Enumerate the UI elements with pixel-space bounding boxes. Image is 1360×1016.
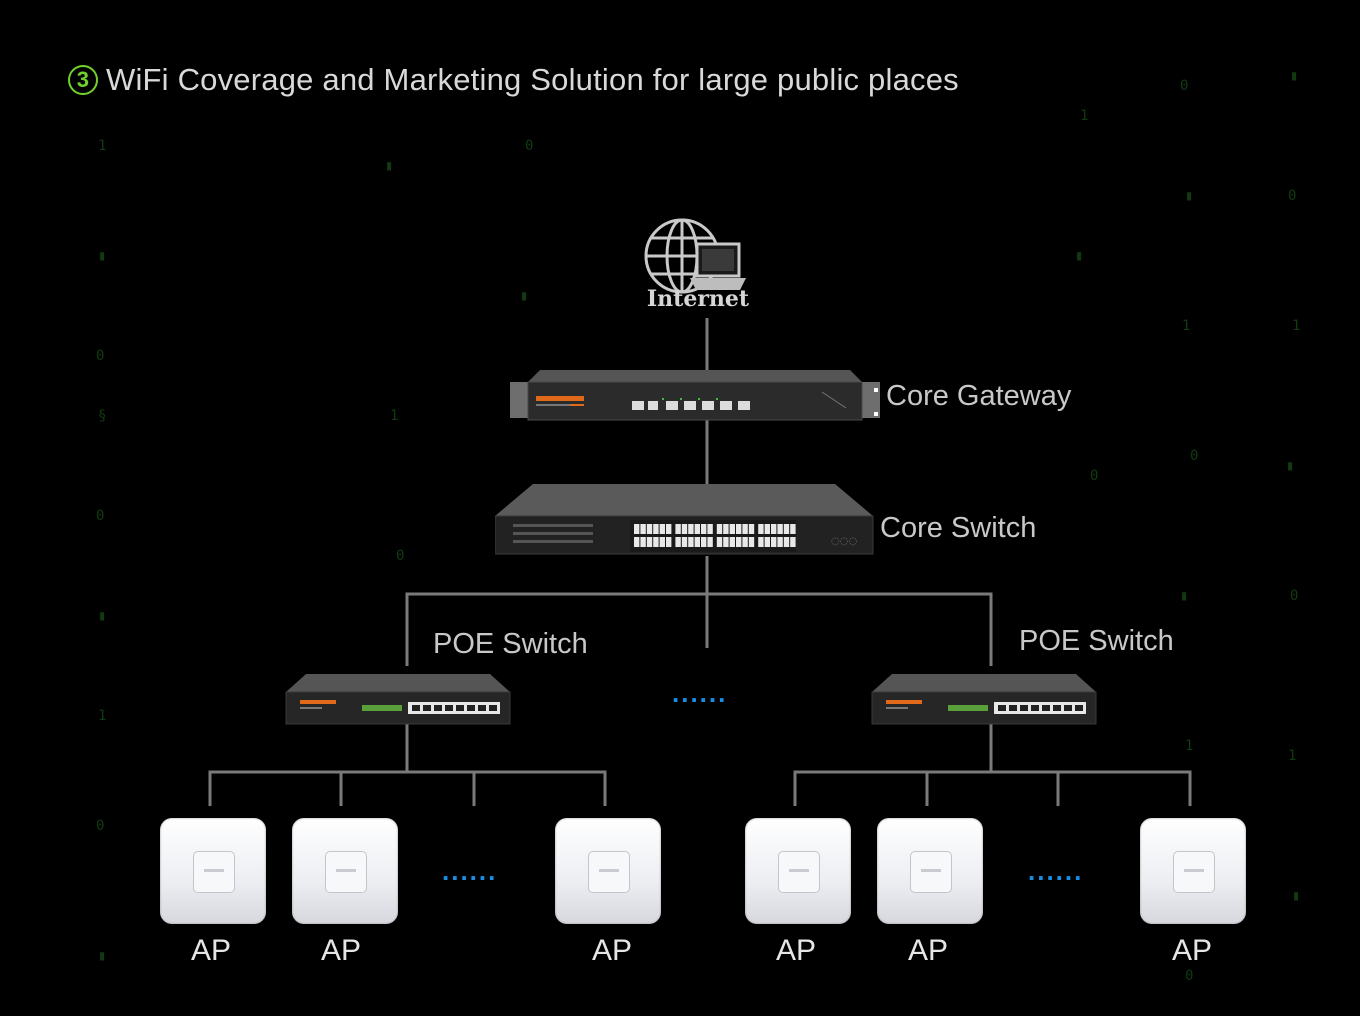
access-point [745,818,851,924]
svg-text:0: 0 [1090,468,1098,484]
svg-text:1: 1 [98,138,106,154]
svg-text:▮: ▮ [98,608,106,624]
access-point [160,818,266,924]
step-number-badge: 3 [68,65,98,95]
svg-text:▮: ▮ [98,248,106,264]
poe-switch-right-device [871,674,1097,725]
poe-switch-left-label: POE Switch [433,628,588,660]
svg-text:1: 1 [1288,748,1296,764]
svg-text:§: § [98,408,106,424]
core-gateway-device [510,370,880,421]
svg-text:1: 1 [98,708,106,724]
access-point [292,818,398,924]
ap-label: AP [320,934,362,967]
svg-text:▮: ▮ [1290,68,1298,84]
svg-text:▮: ▮ [1185,188,1193,204]
access-point [877,818,983,924]
svg-text:0: 0 [1180,78,1188,94]
svg-text:0: 0 [396,548,404,564]
ellipsis-middle: ...... [672,678,728,708]
core-switch-label: Core Switch [880,512,1037,544]
svg-text:◌◌◌: ◌◌◌ [831,536,857,547]
ellipsis-right-aps: ...... [1028,856,1084,886]
svg-text:▮: ▮ [385,158,393,174]
core-switch-device: ◌◌◌ [495,484,874,555]
access-point [1140,818,1246,924]
svg-text:▮: ▮ [1180,588,1188,604]
ap-label: AP [1171,934,1213,967]
access-point [555,818,661,924]
core-gateway-label: Core Gateway [886,380,1072,412]
svg-text:0: 0 [1190,448,1198,464]
ellipsis-left-aps: ...... [442,856,498,886]
svg-text:0: 0 [525,138,533,154]
svg-text:▮: ▮ [1286,458,1294,474]
svg-text:1: 1 [1292,318,1300,334]
ap-label: AP [775,934,817,967]
globe-with-laptop-icon [644,218,746,294]
internet-label: Internet [646,286,750,312]
title-text: WiFi Coverage and Marketing Solution for… [106,62,959,97]
ap-label: AP [190,934,232,967]
svg-text:1: 1 [390,408,398,424]
svg-text:1: 1 [1185,738,1193,754]
svg-text:▮: ▮ [1075,248,1083,264]
page-title: 3 WiFi Coverage and Marketing Solution f… [68,58,959,102]
svg-text:0: 0 [96,818,104,834]
ap-label: AP [907,934,949,967]
svg-text:0: 0 [1288,188,1296,204]
ap-label: AP [591,934,633,967]
poe-switch-left-device [285,674,511,725]
svg-text:1: 1 [1182,318,1190,334]
svg-text:0: 0 [96,348,104,364]
svg-text:▮: ▮ [98,948,106,964]
svg-text:0: 0 [1290,588,1298,604]
svg-text:0: 0 [96,508,104,524]
svg-text:▮: ▮ [1292,888,1300,904]
svg-text:1: 1 [1080,108,1088,124]
svg-text:0: 0 [1185,968,1193,984]
poe-switch-right-label: POE Switch [1019,625,1174,657]
svg-text:▮: ▮ [520,288,528,304]
